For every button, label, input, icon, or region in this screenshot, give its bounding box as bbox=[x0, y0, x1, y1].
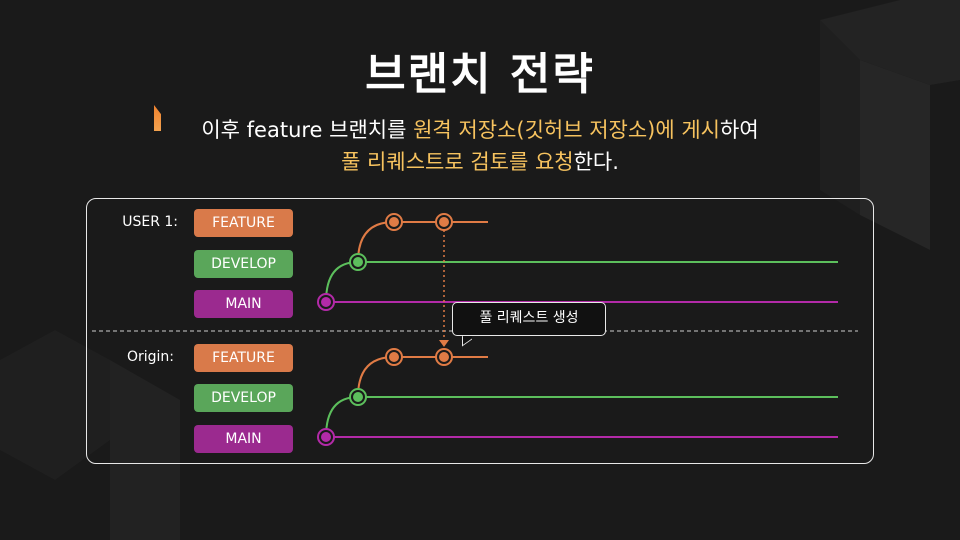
commit-node bbox=[349, 253, 367, 271]
subtitle-line-2: 풀 리퀘스트로 검토를 요청한다. bbox=[0, 146, 960, 178]
subtitle-highlight: 풀 리퀘스트로 검토를 요청 bbox=[341, 150, 574, 174]
subtitle-text: 하여 bbox=[720, 118, 759, 142]
subtitle-line-1: 이후 feature 브랜치를 원격 저장소(깃허브 저장소)에 게시하여 bbox=[0, 114, 960, 146]
commit-node bbox=[317, 293, 335, 311]
commit-node bbox=[349, 388, 367, 406]
accent-mark bbox=[154, 105, 161, 131]
commit-node bbox=[385, 213, 403, 231]
branch-tag-origin-develop: DEVELOP bbox=[194, 384, 293, 412]
branch-tag-user1-feature: FEATURE bbox=[194, 209, 293, 237]
branch-diagram-panel bbox=[86, 198, 874, 464]
commit-node bbox=[435, 213, 453, 231]
branch-tag-user1-main: MAIN bbox=[194, 290, 293, 318]
branch-tag-origin-feature: FEATURE bbox=[194, 344, 293, 372]
section-label-origin: Origin: bbox=[126, 349, 174, 365]
push-arrowhead bbox=[439, 340, 449, 347]
subtitle-highlight: 원격 저장소(깃허브 저장소)에 게시 bbox=[413, 118, 720, 142]
section-label-user1: USER 1: bbox=[122, 214, 178, 230]
pull-request-tooltip: 풀 리퀘스트 생성 bbox=[452, 302, 606, 336]
commit-node bbox=[385, 348, 403, 366]
slide-subtitle: 이후 feature 브랜치를 원격 저장소(깃허브 저장소)에 게시하여 풀 … bbox=[0, 114, 960, 178]
subtitle-text: 이후 feature 브랜치를 bbox=[201, 118, 414, 142]
subtitle-text: 한다. bbox=[573, 150, 619, 174]
branch-tag-origin-main: MAIN bbox=[194, 425, 293, 453]
commit-node bbox=[435, 348, 453, 366]
commit-node bbox=[317, 428, 335, 446]
slide-title: 브랜치 전략 bbox=[365, 49, 595, 100]
branch-tag-user1-develop: DEVELOP bbox=[194, 250, 293, 278]
